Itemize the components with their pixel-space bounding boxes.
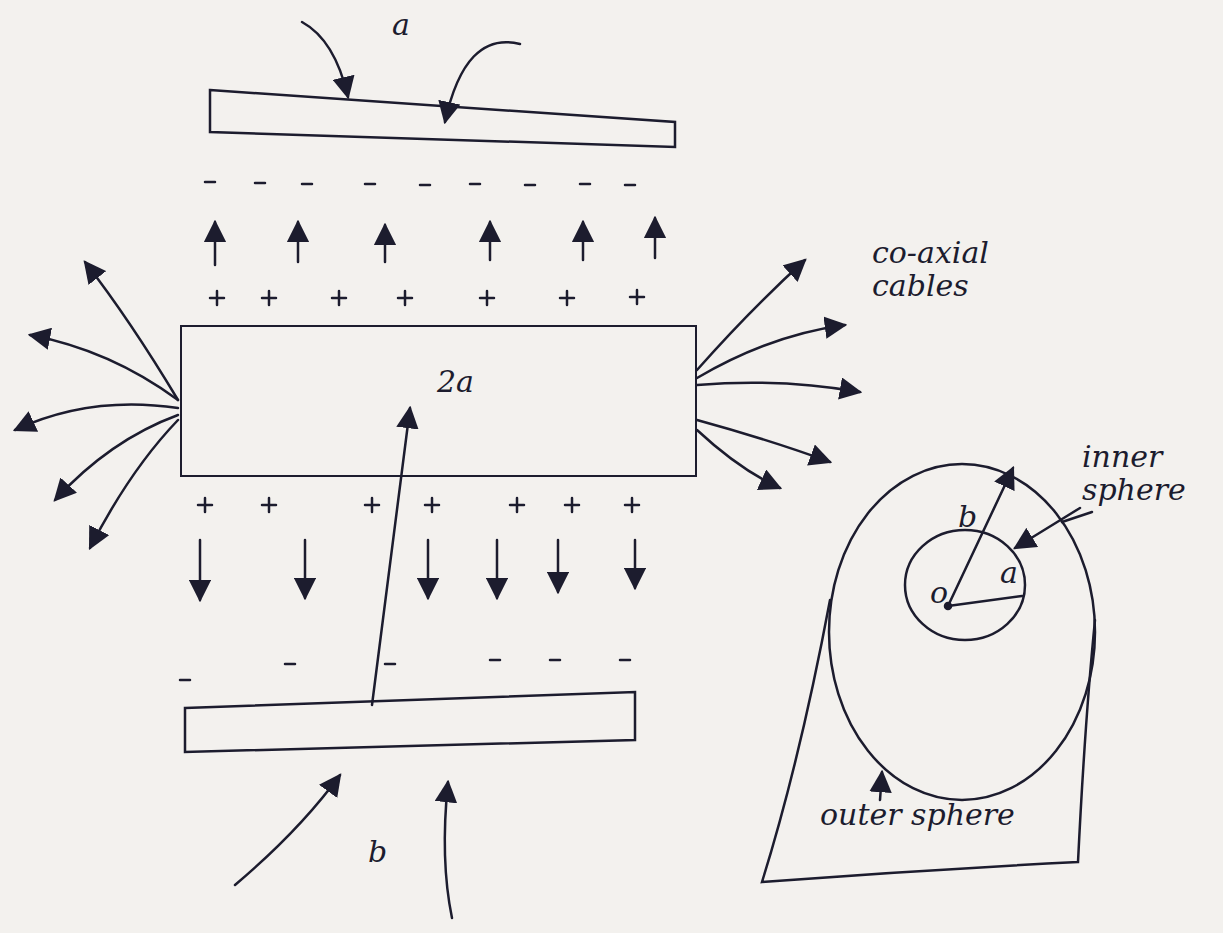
inner-sphere	[905, 530, 1025, 640]
dimension-label: 2a	[437, 365, 474, 398]
annotation-label: b	[958, 500, 977, 533]
annotation-label: inner sphere	[1082, 440, 1214, 506]
annotation-label: a	[1000, 556, 1018, 589]
bottom-plate	[185, 692, 635, 752]
conductor-box: 2a	[180, 325, 697, 477]
outer-sphere	[829, 464, 1095, 800]
charge-signs	[180, 182, 644, 680]
top-plate	[210, 90, 675, 147]
annotation-label: outer sphere	[820, 798, 1015, 831]
annotation-label: o	[930, 576, 948, 609]
annotation-label: co-axial cables	[872, 236, 1047, 302]
annotation-label: a	[392, 8, 410, 41]
annotation-label: b	[368, 835, 387, 868]
stand	[762, 600, 1095, 882]
